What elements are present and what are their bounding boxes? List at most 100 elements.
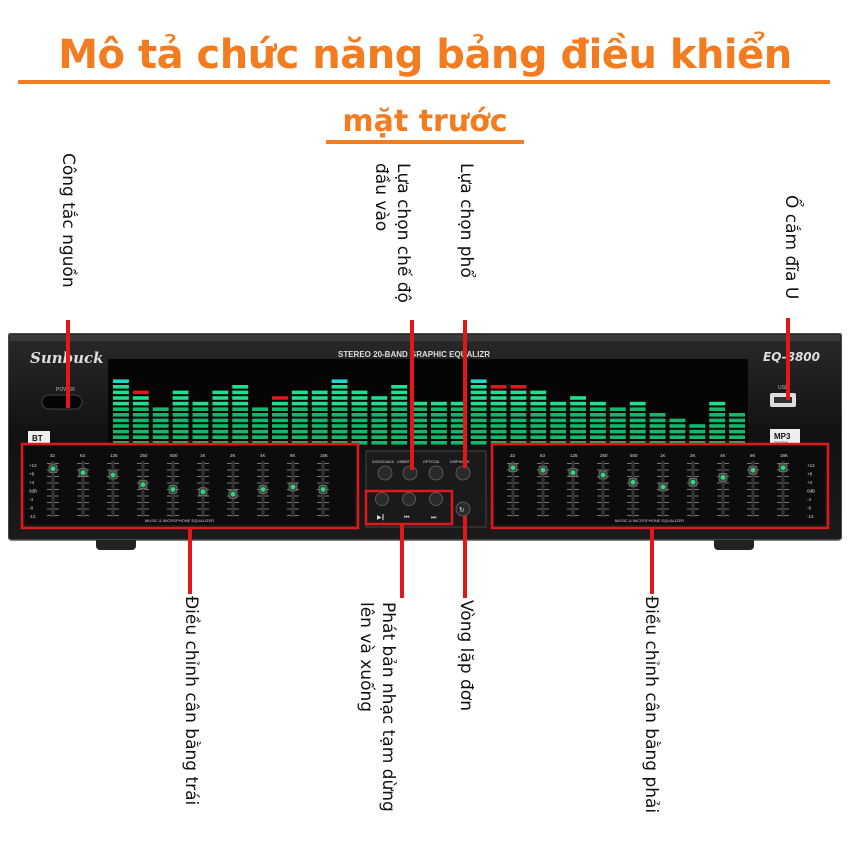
spectrum-segment bbox=[709, 407, 726, 411]
device-foot-left bbox=[96, 540, 136, 550]
spectrum-segment bbox=[470, 396, 487, 400]
eq-freq-label: 2K bbox=[690, 453, 696, 458]
eq-slider-led bbox=[600, 472, 606, 478]
spectrum-segment bbox=[470, 413, 487, 417]
spectrum-segment bbox=[490, 435, 507, 439]
callout-usb: Ổ cắm đĩa U bbox=[781, 195, 801, 300]
model-banner: STEREO 20-BAND GRAPHIC EQUALIZR bbox=[338, 350, 490, 359]
pointer-power bbox=[66, 320, 70, 408]
spectrum-segment bbox=[252, 413, 268, 417]
spectrum-segment bbox=[570, 424, 586, 428]
spectrum-segment bbox=[709, 424, 726, 428]
spectrum-segment bbox=[152, 424, 169, 428]
eq-slider-led bbox=[200, 489, 206, 495]
spectrum-segment bbox=[431, 401, 447, 406]
spectrum-segment bbox=[530, 407, 547, 411]
pointer-right-eq bbox=[650, 528, 654, 594]
eq-slider-track bbox=[691, 461, 695, 517]
spectrum-segment bbox=[450, 418, 467, 423]
eq-freq-label: 8K bbox=[750, 453, 756, 458]
equalizer-front-panel: Sunbuck STEREO 20-BAND GRAPHIC EQUALIZR … bbox=[8, 333, 842, 541]
play-pause-button[interactable] bbox=[375, 492, 389, 506]
spectrum-segment bbox=[172, 424, 189, 428]
spectrum-segment bbox=[132, 435, 149, 439]
spectrum-segment bbox=[252, 407, 268, 411]
spectrum-segment bbox=[450, 435, 467, 439]
spectrum-segment bbox=[232, 390, 249, 395]
spectrum-segment bbox=[371, 429, 388, 434]
eq-scale-label: -12 bbox=[807, 514, 814, 519]
spectrum-segment bbox=[192, 435, 209, 439]
eq-freq-label: 16K bbox=[780, 453, 788, 458]
previous-track-button[interactable] bbox=[402, 492, 416, 506]
spectrum-segment bbox=[590, 407, 606, 411]
pointer-left-eq bbox=[188, 528, 192, 594]
spectrum-segment bbox=[570, 396, 586, 400]
play-pause-icon: ▶‖ bbox=[377, 514, 385, 521]
spectrum-segment bbox=[391, 401, 408, 406]
model-code: EQ-8800 bbox=[763, 350, 820, 364]
eq-freq-label: 250 bbox=[600, 453, 608, 458]
mode-button[interactable] bbox=[377, 465, 393, 481]
spectrum-segment bbox=[272, 401, 288, 406]
spectrum-segment bbox=[649, 429, 666, 434]
callout-left-eq: Điều chỉnh cân bằng trái bbox=[181, 596, 201, 806]
eq-scale-label: +4 bbox=[807, 480, 813, 485]
mode-button[interactable] bbox=[428, 465, 444, 481]
spectrum-segment bbox=[411, 424, 427, 428]
spectrum-segment bbox=[113, 429, 129, 434]
spectrum-segment bbox=[510, 429, 527, 434]
spectrum-segment bbox=[669, 418, 686, 423]
right-eq-highlight bbox=[490, 442, 830, 530]
spectrum-segment bbox=[450, 424, 467, 428]
spectrum-segment bbox=[351, 424, 368, 428]
spectrum-segment bbox=[470, 429, 487, 434]
spectrum-segment bbox=[450, 429, 467, 434]
mode-button[interactable] bbox=[455, 465, 471, 481]
spectrum-segment bbox=[113, 379, 129, 383]
eq-freq-label: 125 bbox=[570, 453, 578, 458]
spectrum-segment bbox=[590, 424, 606, 428]
spectrum-segment bbox=[709, 435, 726, 439]
spectrum-segment bbox=[192, 413, 209, 417]
spectrum-segment bbox=[470, 379, 487, 383]
spectrum-segment bbox=[232, 413, 249, 417]
spectrum-segment bbox=[272, 424, 288, 428]
eq-slider-led bbox=[320, 487, 326, 492]
eq-slider-track bbox=[721, 461, 725, 517]
spectrum-segment bbox=[291, 424, 308, 428]
eq-slider-led bbox=[570, 470, 576, 475]
spectrum-segment bbox=[132, 413, 149, 417]
spectrum-segment bbox=[411, 429, 427, 434]
spectrum-segment bbox=[391, 424, 408, 428]
spectrum-segment bbox=[470, 418, 487, 423]
spectrum-segment bbox=[729, 418, 745, 423]
spectrum-segment bbox=[530, 424, 547, 428]
spectrum-segment bbox=[550, 435, 567, 439]
spectrum-segment bbox=[331, 396, 348, 400]
spectrum-segment bbox=[371, 418, 388, 423]
title-underline bbox=[18, 80, 830, 84]
spectrum-segment bbox=[291, 435, 308, 439]
spectrum-segment bbox=[351, 435, 368, 439]
spectrum-segment bbox=[510, 413, 527, 417]
spectrum-segment bbox=[252, 435, 268, 439]
spectrum-segment bbox=[232, 429, 249, 434]
spectrum-segment bbox=[411, 435, 427, 439]
next-track-button[interactable] bbox=[429, 492, 443, 506]
spectrum-segment bbox=[212, 407, 229, 411]
spectrum-segment bbox=[530, 413, 547, 417]
eq-freq-label: 2K bbox=[230, 453, 236, 458]
spectrum-segment bbox=[331, 390, 348, 395]
spectrum-segment bbox=[272, 396, 288, 400]
spectrum-segment bbox=[232, 418, 249, 423]
spectrum-segment bbox=[212, 413, 229, 417]
spectrum-segment bbox=[470, 407, 487, 411]
power-switch[interactable] bbox=[41, 394, 83, 410]
spectrum-segment bbox=[609, 424, 626, 428]
spectrum-segment bbox=[291, 401, 308, 406]
spectrum-segment bbox=[490, 385, 507, 389]
spectrum-segment bbox=[629, 429, 646, 434]
spectrum-segment bbox=[649, 424, 666, 428]
